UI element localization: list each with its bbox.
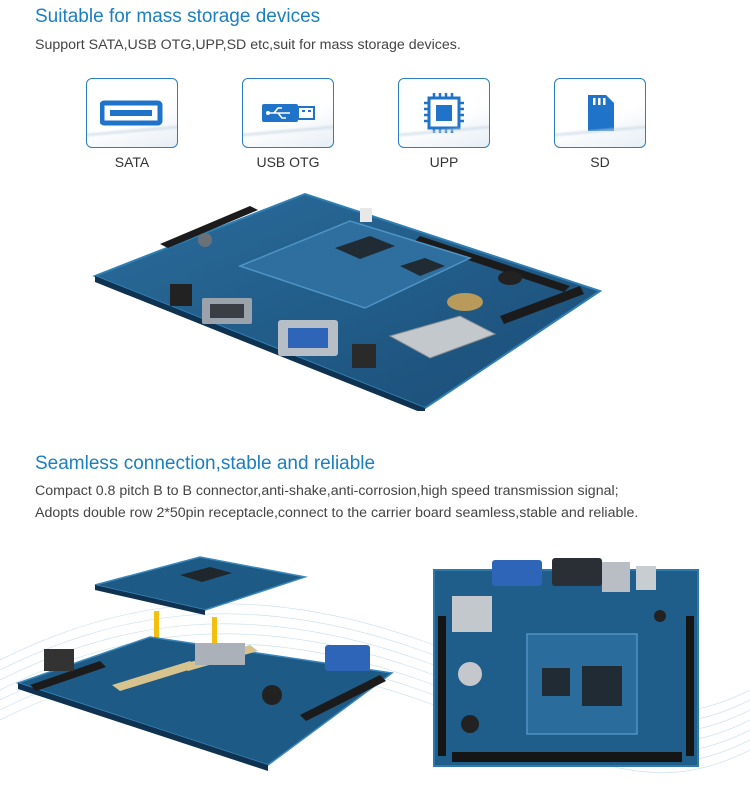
board-top-view-image <box>433 558 699 767</box>
feature-label: USB OTG <box>256 154 320 170</box>
feature-label: UPP <box>429 154 459 170</box>
section-description-storage: Support SATA,USB OTG,UPP,SD etc,suit for… <box>35 37 461 53</box>
feature-label: SD <box>590 154 610 170</box>
board-connector-image <box>15 556 394 771</box>
section-title-connection: Seamless connection,stable and reliable <box>35 453 376 474</box>
carrier-board-image <box>92 192 603 411</box>
section-description-line1: Compact 0.8 pitch B to B connector,anti-… <box>35 483 619 499</box>
feature-box <box>242 78 334 148</box>
sd-card-icon <box>588 95 614 131</box>
feature-label: SATA <box>114 154 150 170</box>
feature-sd: SD <box>554 78 646 170</box>
feature-usb-otg: USB OTG <box>242 78 334 170</box>
section-title-storage: Suitable for mass storage devices <box>35 6 321 27</box>
sata-icon <box>100 100 163 126</box>
feature-box <box>554 78 646 148</box>
usb-icon <box>262 104 315 122</box>
section-description-line2: Adopts double row 2*50pin receptacle,con… <box>35 505 639 521</box>
feature-sata: SATA <box>86 78 178 170</box>
chip-icon <box>424 93 464 133</box>
feature-upp: UPP <box>398 78 490 170</box>
feature-box <box>398 78 490 148</box>
feature-box <box>86 78 178 148</box>
